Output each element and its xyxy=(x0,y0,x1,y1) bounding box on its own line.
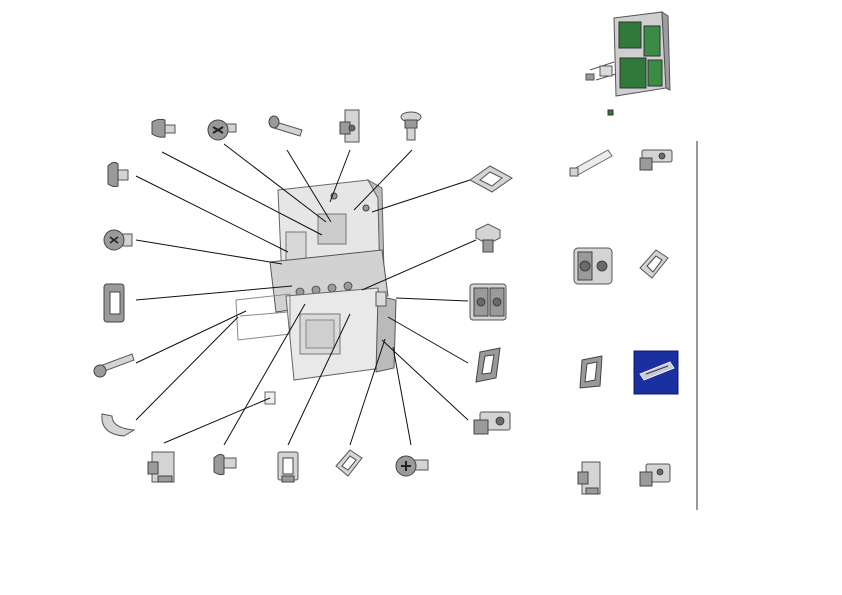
small-frame-bracket-icon xyxy=(579,355,603,389)
clamp-bracket-icon[interactable] xyxy=(473,411,511,435)
side-panel-part-connector-strip[interactable] xyxy=(633,350,679,395)
rectangular-frame-icon[interactable] xyxy=(469,165,513,193)
circuit-board-icon xyxy=(618,21,642,49)
double-block-clamp-icon[interactable] xyxy=(469,283,507,321)
tall-clip-icon[interactable] xyxy=(277,451,299,483)
hinge-latch-icon[interactable] xyxy=(339,109,360,143)
side-panel-part-hook-clamp[interactable] xyxy=(639,149,673,171)
selected-part-tile xyxy=(633,350,679,395)
side-panel-part-spring-latch[interactable] xyxy=(577,461,601,495)
short-screw-icon[interactable] xyxy=(213,453,237,476)
main-assembly[interactable] xyxy=(235,178,397,405)
connector-strip-icon xyxy=(639,361,675,381)
assembly-overview-thumbnail[interactable] xyxy=(585,11,671,116)
domed-rivet-icon[interactable] xyxy=(107,161,129,188)
c-clip-washer-icon[interactable] xyxy=(101,413,136,437)
small-clip-icon xyxy=(639,249,669,279)
flange-bolt-icon[interactable] xyxy=(400,111,422,141)
side-panel-part-box-clamp[interactable] xyxy=(639,463,671,487)
block-clamp-icon xyxy=(573,247,613,285)
spring-clip-icon[interactable] xyxy=(147,451,175,483)
side-panel-part-cable-tie[interactable] xyxy=(569,149,613,177)
pan-head-screw-icon[interactable] xyxy=(151,118,176,138)
shoulder-screw-icon[interactable] xyxy=(103,229,133,251)
angled-clip-icon[interactable] xyxy=(335,449,363,477)
leader-lines xyxy=(135,143,477,446)
hex-flange-bolt-icon[interactable] xyxy=(475,223,501,253)
side-panel-part-small-frame-bracket[interactable] xyxy=(579,355,603,389)
cable-tie-icon xyxy=(569,149,613,177)
box-clamp-icon xyxy=(639,463,671,487)
side-panel-part-block-clamp[interactable] xyxy=(573,247,613,285)
hook-clamp-icon xyxy=(639,149,673,171)
angled-frame-bracket-icon[interactable] xyxy=(475,347,501,383)
long-bolt-icon[interactable] xyxy=(268,115,303,137)
long-screw-icon[interactable] xyxy=(93,353,135,378)
torx-button-screw-icon[interactable] xyxy=(207,119,237,141)
side-panel-part-small-clip[interactable] xyxy=(639,249,669,279)
cross-recess-screw-icon[interactable] xyxy=(395,455,429,477)
spring-latch-icon xyxy=(577,461,601,495)
vertical-frame-bracket-icon[interactable] xyxy=(103,283,125,323)
